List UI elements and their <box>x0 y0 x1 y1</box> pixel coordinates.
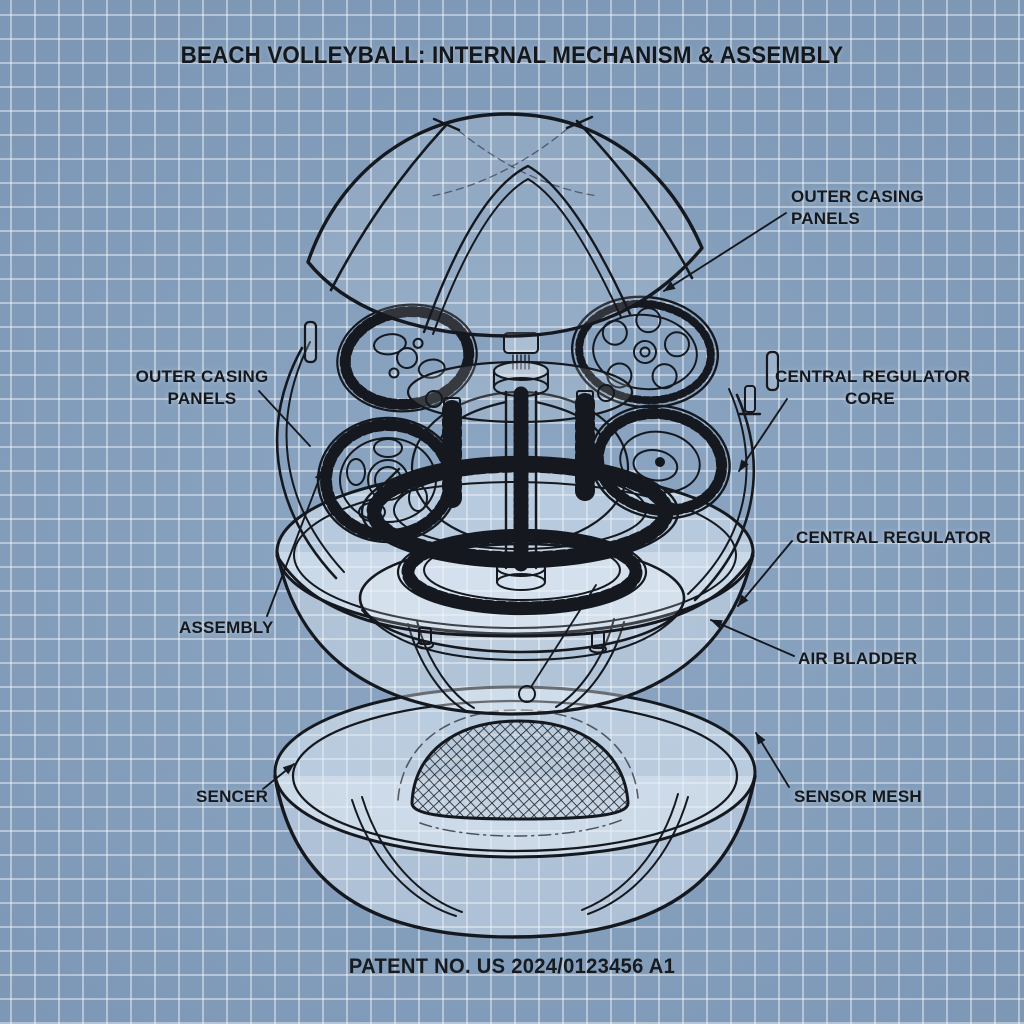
label-outer-casing-panels-left: OUTER CASING PANELS <box>132 366 272 410</box>
cage-arc <box>275 346 338 580</box>
label-sencer: SENCER <box>196 786 268 808</box>
label-central-regulator: CENTRAL REGULATOR <box>796 527 991 549</box>
assembly-pins <box>303 320 780 416</box>
bowl-front-rim <box>275 554 755 638</box>
label-assembly: ASSEMBLY <box>179 617 274 639</box>
leader-air-bladder <box>710 619 795 657</box>
gear-mechanism <box>275 295 755 661</box>
leader-outer-casing-left <box>258 390 311 447</box>
leader-sensor-mesh <box>755 732 790 788</box>
leader-central-regulator-core <box>738 398 788 472</box>
cage-arc <box>693 393 755 602</box>
leader-outer-casing-top <box>663 212 787 292</box>
label-sensor-mesh: SENSOR MESH <box>794 786 922 808</box>
label-line: CENTRAL REGULATOR <box>775 367 971 386</box>
label-line: PANELS <box>791 209 860 228</box>
gear-left-top <box>336 303 478 413</box>
lower-casing-bowl <box>273 685 757 939</box>
detail-indicator <box>518 584 597 703</box>
leader-lines <box>258 212 795 790</box>
label-line: PANELS <box>167 389 237 408</box>
leader-sencer <box>262 763 295 790</box>
label-line: OUTER CASING <box>135 367 269 386</box>
outer-casing-dome <box>306 112 704 338</box>
label-line: ASSEMBLY <box>179 618 274 637</box>
label-air-bladder: AIR BLADDER <box>798 648 917 670</box>
label-central-regulator-core: CENTRAL REGULATOR CORE <box>775 366 971 410</box>
leader-central-regulator <box>737 540 793 607</box>
bolt <box>416 627 434 650</box>
label-line: AIR BLADDER <box>798 649 918 668</box>
label-outer-casing-panels-top: OUTER CASING PANELS <box>791 186 924 230</box>
sensor-mesh-dome <box>410 719 630 821</box>
central-shaft <box>439 332 603 591</box>
page-title: BEACH VOLLEYBALL: INTERNAL MECHANISM & A… <box>180 42 844 69</box>
label-line: SENSOR MESH <box>794 787 922 806</box>
label-line: SENCER <box>196 787 269 806</box>
dash-dot-arc <box>419 818 625 837</box>
patent-number: PATENT NO. US 2024/0123456 A1 <box>348 955 676 978</box>
label-line: CORE <box>845 389 895 408</box>
label-line: OUTER CASING <box>791 187 924 206</box>
label-line: CENTRAL REGULATOR <box>796 528 992 547</box>
leader-assembly <box>266 468 324 617</box>
